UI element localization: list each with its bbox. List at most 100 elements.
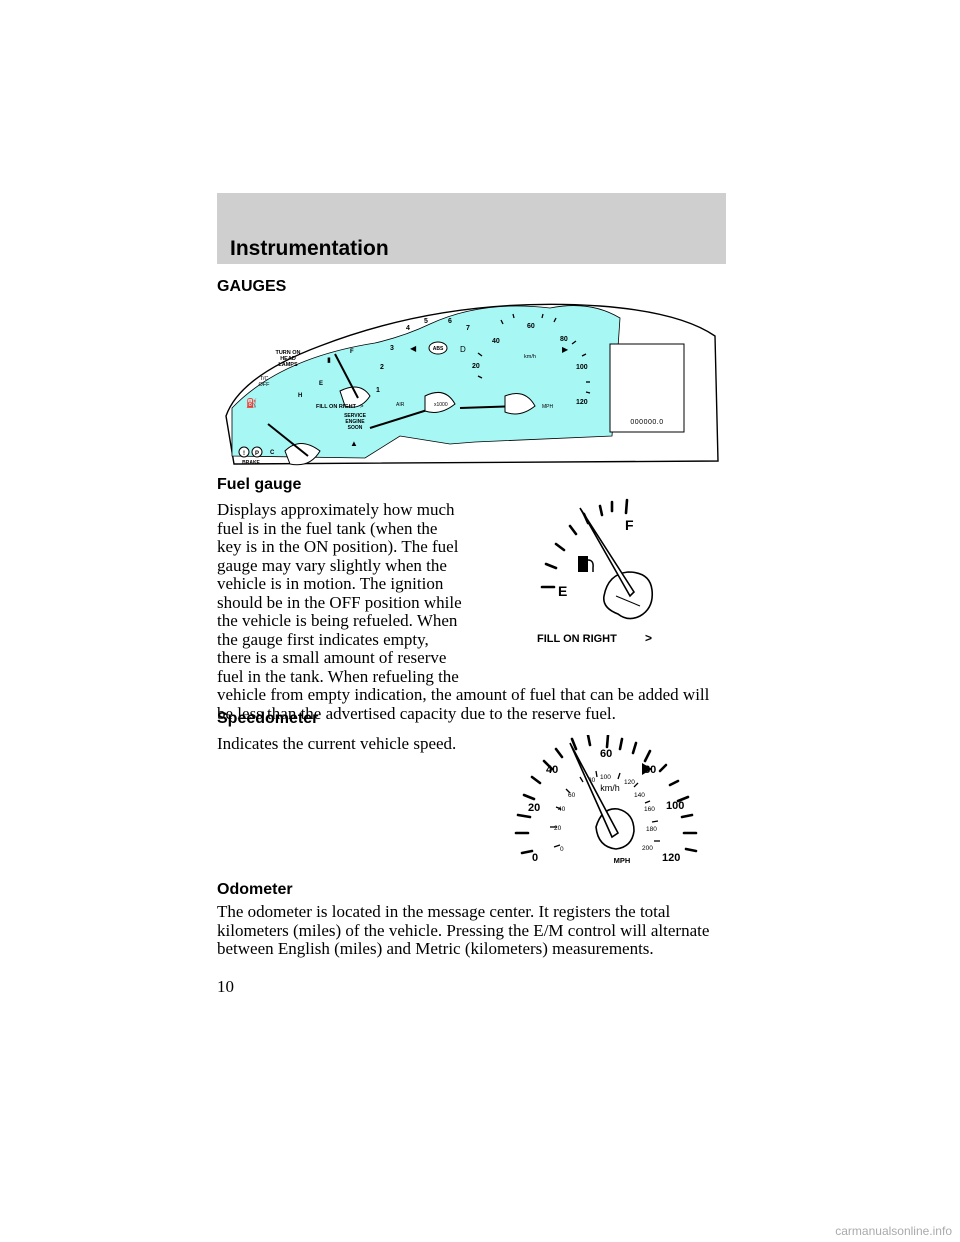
brake-p: P — [255, 451, 259, 457]
odometer-readout: 000000.0 — [630, 419, 663, 426]
right-turn-icon: ▶ — [562, 345, 569, 354]
speedo-kmh-60: 60 — [568, 792, 576, 799]
section-title: GAUGES — [217, 278, 287, 295]
speedo-right-turn-icon — [642, 763, 652, 775]
fuel-gauge-needle — [334, 353, 359, 399]
fuel-gauge-e-label: E — [558, 583, 567, 599]
tc-label-2: OFF — [259, 382, 271, 388]
fuel-text-line-3: key is in the ON position). The fuel — [217, 537, 459, 556]
odometer-text-line-1: The odometer is located in the message c… — [217, 902, 671, 921]
page-number: 10 — [217, 977, 234, 996]
service-label-2: ENGINE — [345, 419, 365, 425]
speedo-mph-40: 40 — [546, 764, 558, 776]
tach-6: 6 — [448, 318, 452, 325]
brake-label: BRAKE — [242, 460, 260, 466]
speedo-mph-20: 20 — [528, 802, 540, 814]
speedo-hub — [504, 393, 536, 415]
fuel-gauge-hub — [602, 571, 654, 620]
abs-label: ABS — [433, 346, 444, 352]
fuel-text-line-6: should be in the OFF position while — [217, 592, 462, 612]
instrument-cluster-illustration: 000000.0 TURN ON HEAD LAMPS T/C OFF ⛽ ! … — [225, 303, 719, 466]
fuel-gauge-text: Displays approximately how much fuel is … — [217, 500, 757, 723]
mph-label: MPH — [542, 404, 554, 410]
speedo-20: 20 — [472, 363, 480, 370]
fuel-pump-icon: ▮ — [327, 357, 331, 364]
odometer-window — [609, 343, 685, 433]
speedo-80: 80 — [560, 336, 568, 343]
fuel-text-line-7: the vehicle is being refueled. When — [217, 611, 458, 630]
speedo-mph-label: MPH — [614, 856, 631, 865]
seatbelt-icon: ▲ — [350, 439, 358, 448]
fuel-text-line-5: vehicle is in motion. The ignition — [217, 574, 444, 593]
tach-4: 4 — [406, 325, 410, 332]
abs-warning-icon — [428, 341, 448, 355]
service-label-3: SOON — [348, 425, 363, 431]
tc-label-1: T/C — [260, 376, 269, 382]
fill-arrow-icon: > — [360, 404, 364, 410]
turn-on-label-3: LAMPS — [278, 362, 298, 368]
odometer-text: The odometer is located in the message c… — [217, 902, 757, 959]
fuel-text-line-9: there is a small amount of reserve — [217, 648, 447, 667]
speedometer-major-ticks — [514, 735, 698, 855]
fuel-f-label: F — [350, 349, 354, 355]
fuel-text-line-10: fuel in the tank. When refueling the — [217, 666, 459, 686]
fuel-text-line-4: gauge may vary slightly when the — [217, 555, 447, 575]
speedo-kmh-200: 200 — [642, 845, 653, 852]
service-label-1: SERVICE — [344, 413, 367, 419]
parking-brake-icon — [251, 446, 263, 458]
speedo-kmh-100: 100 — [600, 774, 611, 781]
gauge-face — [231, 305, 621, 459]
page-header-title: Instrumentation — [230, 237, 389, 260]
tach-3: 3 — [390, 345, 394, 352]
fuel-text-line-8: the gauge first indicates empty, — [217, 629, 429, 649]
speedo-60: 60 — [527, 323, 535, 330]
odometer-text-line-2: kilometers (miles) of the vehicle. Press… — [217, 920, 710, 940]
fuel-text-line-2: fuel is in the fuel tank (when the — [217, 518, 438, 538]
speedo-kmh-180: 180 — [646, 826, 657, 833]
kmh-label: km/h — [524, 354, 536, 360]
temp-gauge-needle — [267, 423, 309, 457]
speedo-kmh-20: 20 — [554, 825, 562, 832]
speedo-kmh-label: km/h — [600, 783, 620, 793]
speedo-mph-100: 100 — [666, 800, 684, 812]
odometer-text-line-3: between English (miles) and Metric (kilo… — [217, 939, 654, 958]
fuel-text-line-11: vehicle from empty indication, the amoun… — [217, 685, 710, 704]
speedo-mph-0: 0 — [532, 852, 538, 864]
speedo-mph-60: 60 — [600, 748, 612, 760]
speedo-mph-120: 120 — [662, 852, 680, 864]
brake-i: ! — [243, 451, 245, 457]
fuel-gauge-needle — [579, 507, 636, 598]
fuel-text-line-12: be less than the advertised capacity due… — [217, 703, 616, 723]
fuel-text-line-1: Displays approximately how much — [217, 500, 455, 519]
speedo-kmh-120: 120 — [624, 779, 635, 786]
fill-on-right-label: FILL ON RIGHT — [316, 404, 357, 410]
speedo-kmh-160: 160 — [644, 806, 655, 813]
tach-5: 5 — [424, 318, 428, 325]
temp-h-label: H — [298, 393, 302, 399]
speedo-kmh-40: 40 — [558, 806, 566, 813]
tach-1: 1 — [376, 387, 380, 394]
x1000-label: x1000 — [434, 402, 448, 408]
speedo-40: 40 — [492, 338, 500, 345]
speedo-120: 120 — [576, 399, 588, 406]
fuel-gauge-ticks — [540, 498, 629, 589]
speedometer-minor-ticks — [550, 770, 660, 848]
header-band: Instrumentation — [217, 193, 726, 264]
turn-on-label-1: TURN ON — [275, 350, 300, 356]
speedometer-needle — [569, 742, 620, 839]
tach-hub — [424, 391, 456, 413]
odometer-title: Odometer — [217, 881, 293, 898]
speedo-ticks — [477, 313, 591, 394]
speedometer-title: Speedometer — [217, 710, 319, 727]
temp-c-label: C — [270, 450, 275, 456]
fuel-gauge-f-label: F — [625, 517, 634, 533]
speedo-kmh-80: 80 — [588, 777, 596, 784]
fuel-gauge-fill-arrow-icon: > — [645, 631, 652, 645]
fuel-gauge-title: Fuel gauge — [217, 476, 302, 493]
fuel-e-label: E — [319, 381, 323, 387]
headlamp-icon: D — [460, 345, 466, 354]
turn-on-label-2: HEAD — [280, 356, 296, 362]
oil-icon: ⛽ — [246, 397, 257, 408]
fuel-gauge-fill-label: FILL ON RIGHT — [537, 633, 617, 645]
brake-warning-icon — [238, 446, 250, 458]
